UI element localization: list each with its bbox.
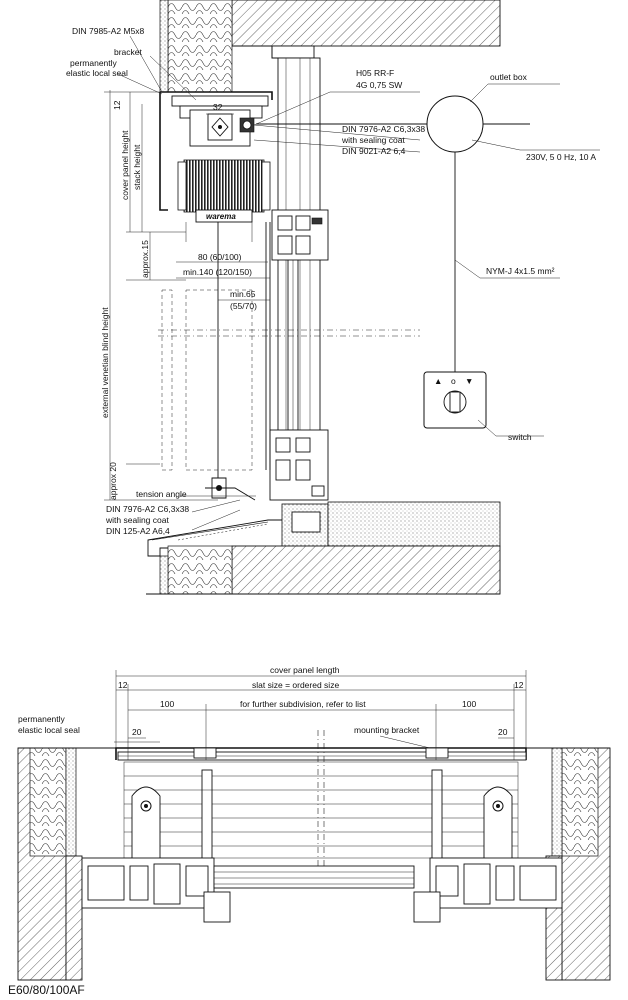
label-seal-line1: permanently: [70, 58, 118, 68]
dim-min65-a: min.65: [230, 289, 256, 299]
dim-min140: min.140 (120/150): [183, 267, 252, 277]
vertical-section: warema: [66, 0, 600, 743]
plan-dim-20-right: 20: [498, 727, 508, 737]
label-outlet-box: outlet box: [490, 72, 528, 82]
plan-cover-panel: [115, 730, 527, 870]
outlet-box: [426, 95, 484, 153]
leaders: [114, 35, 421, 743]
switch-down-symbol: ▼: [465, 376, 473, 386]
switch-up-symbol: ▲: [434, 376, 442, 386]
dim-approx15: approx.15: [140, 240, 150, 278]
dim-blind-height: external venetian blind height: [100, 307, 110, 418]
plan-seal-line2: elastic local seal: [18, 725, 80, 735]
dim-80: 80 (60/100): [198, 252, 242, 262]
label-nym: NYM-J 4x1.5 mm²: [486, 266, 555, 276]
dim-12: 12: [112, 100, 122, 110]
label-din-7976-line1: DIN 7976-A2 C6,3x38: [342, 124, 425, 134]
plan-mounting-bracket: mounting bracket: [354, 725, 420, 735]
label-tension-angle: tension angle: [136, 489, 187, 499]
plan-further-subdivision: for further subdivision, refer to list: [240, 699, 366, 709]
label-switch: switch: [508, 432, 532, 442]
bottom-wall: [146, 501, 501, 595]
plan-dim-12-left: 12: [118, 680, 128, 690]
label-din-7985: DIN 7985-A2 M5x8: [72, 26, 145, 36]
label-din-9021: DIN 9021-A2 6,4: [342, 146, 406, 156]
label-cable-line1: H05 RR-F: [356, 68, 394, 78]
plan-dimension-lines: [115, 670, 527, 760]
dimension-lines: [104, 90, 270, 501]
bottom-rail: [205, 477, 256, 501]
plan-window-frame: [81, 857, 563, 923]
dim-approx20: approx 20: [108, 462, 118, 500]
plan-slat-size: slat size = ordered size: [252, 680, 339, 690]
dim-stack-height: stack height: [132, 144, 142, 190]
switch-stop-symbol: o: [451, 376, 456, 386]
plan-seal-line1: permanently: [18, 714, 66, 724]
label-seal-line2: elastic local seal: [66, 68, 128, 78]
plan-dim-100-left: 100: [160, 699, 174, 709]
plan-dim-100-right: 100: [462, 699, 476, 709]
plan-dim-20-left: 20: [132, 727, 142, 737]
label-din-7976b-line2: with sealing coat: [105, 515, 169, 525]
head-box: warema: [159, 91, 273, 490]
plan-cover-panel-length: cover panel length: [270, 665, 340, 675]
label-power: 230V, 5 0 Hz, 10 A: [526, 152, 596, 162]
model-code: E60/80/100AF: [8, 983, 85, 997]
top-wall: [159, 0, 501, 93]
dim-min65-b: (55/70): [230, 301, 257, 311]
label-din-7976-line2: with sealing coat: [341, 135, 405, 145]
plan-left-wall: [17, 747, 118, 981]
window-frame: [269, 57, 329, 501]
dim-cover-panel-height: cover panel height: [120, 130, 130, 200]
side-guide: [161, 289, 253, 471]
label-din-7976b-line1: DIN 7976-A2 C6,3x38: [106, 504, 189, 514]
plan-side-guides: [131, 786, 513, 861]
label-din-125: DIN 125-A2 A6,4: [106, 526, 170, 536]
label-cable-line2: 4G 0,75 SW: [356, 80, 402, 90]
dim-32: 32: [213, 102, 223, 112]
wiring: [256, 83, 600, 437]
brand-label: warema: [206, 212, 236, 221]
label-bracket: bracket: [114, 47, 143, 57]
horizontal-plan: cover panel length slat size = ordered s…: [17, 665, 611, 981]
plan-dim-12-right: 12: [514, 680, 524, 690]
